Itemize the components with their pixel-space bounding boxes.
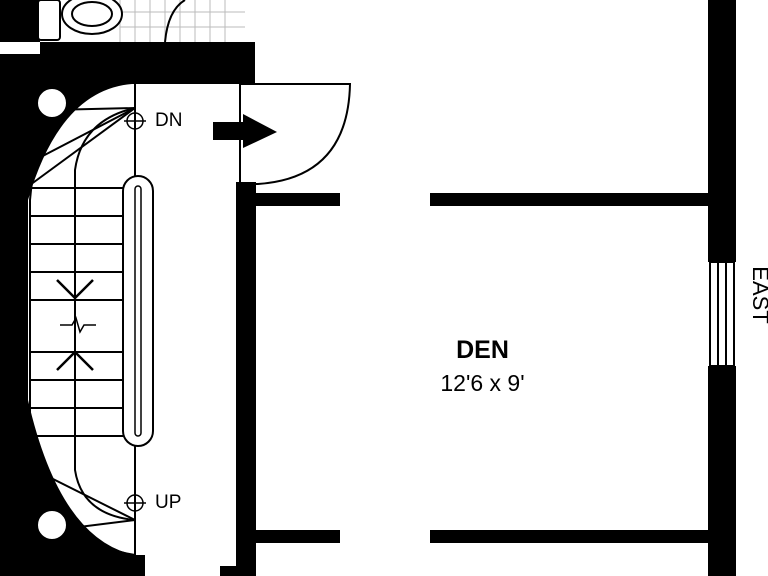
stair-down-label: DN	[155, 110, 183, 131]
bathroom-door-swing	[164, 0, 186, 43]
entry-arrow-icon	[213, 114, 277, 148]
stair-wall-curve-top	[28, 54, 255, 200]
wall-fragment-bottom	[220, 566, 242, 576]
stair-dn-marker	[124, 110, 146, 132]
entry-door-swing	[239, 83, 352, 185]
stair-up-marker	[124, 492, 146, 514]
stair-direction-arrow-down	[56, 279, 94, 300]
hall-wall-west	[236, 182, 256, 576]
den-wall-north-left	[256, 193, 340, 206]
toilet-fixture	[37, 0, 123, 41]
den-wall-south-right	[430, 530, 710, 543]
bathroom-tile-floor	[119, 0, 245, 43]
exterior-wall-east-upper	[708, 0, 736, 262]
stair-handrail-inner	[134, 185, 142, 437]
compass-direction-label: EAST	[748, 266, 768, 324]
stair-winders-bottom	[34, 469, 136, 531]
newel-post-top	[36, 87, 68, 119]
newel-post-bottom	[36, 509, 68, 541]
room-name-den: DEN	[456, 336, 509, 364]
stair-up-label: UP	[155, 492, 182, 513]
bathroom-wall-bottom	[40, 42, 255, 54]
exterior-wall-west	[0, 54, 28, 576]
den-wall-south-left	[256, 530, 340, 543]
exterior-wall-east-lower	[708, 366, 736, 576]
stair-outer-curve	[29, 71, 136, 556]
stair-break-symbol	[60, 316, 96, 334]
east-window	[709, 261, 735, 367]
stair-treads	[30, 187, 123, 437]
den-wall-north-right	[430, 193, 710, 206]
room-dimensions: 12'6 x 9'	[440, 370, 525, 396]
stair-direction-arrow-up	[56, 350, 94, 371]
bathroom-wall-left	[0, 0, 40, 42]
